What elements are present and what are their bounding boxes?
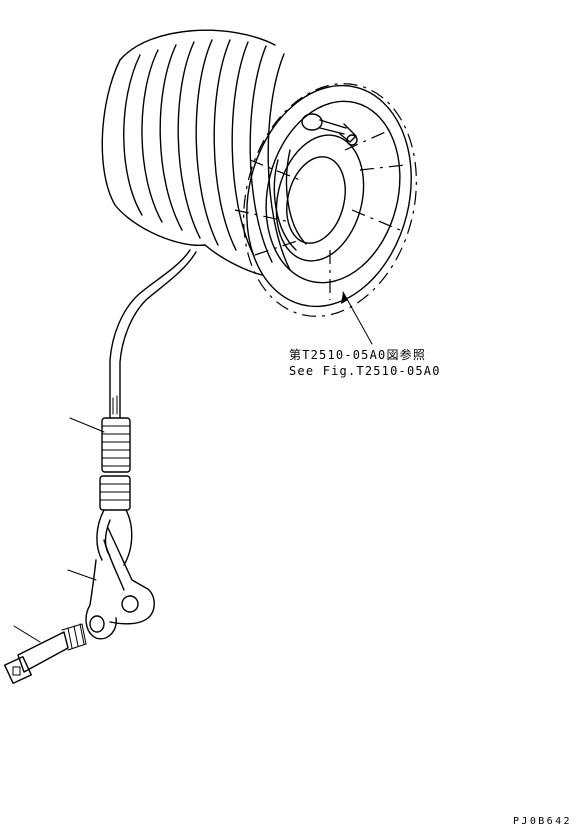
part-leader-lines [13,417,105,643]
reference-arrow [341,291,373,345]
reference-label-japanese: 第T2510-05A0図参照 [289,348,427,362]
drawing-code: PJ0B642 [513,816,572,827]
reference-label-english: See Fig.T2510-05A0 [289,364,441,378]
wire-rope-assembly [109,249,197,419]
reference-drum-outline [234,83,417,317]
shackle-pin [4,623,87,684]
winch-drum [101,29,412,308]
rope-socket [96,417,133,566]
shackle [85,527,155,640]
